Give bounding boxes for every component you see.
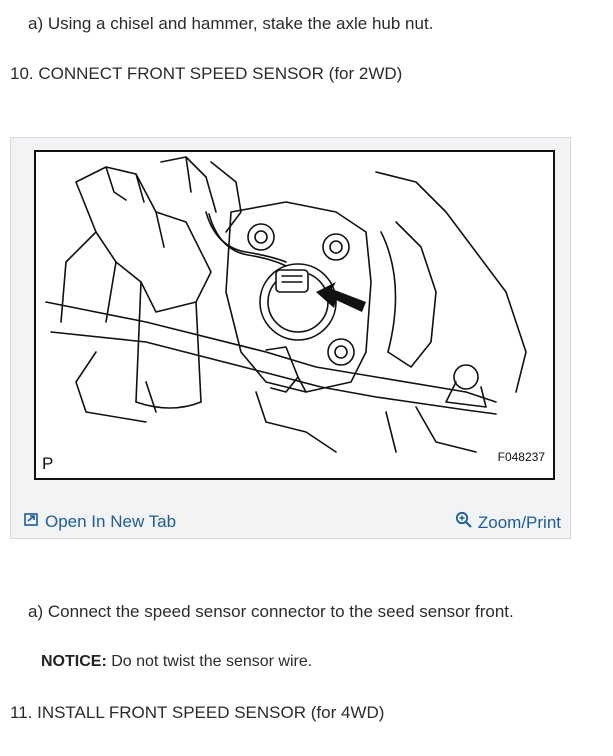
figure-code: F048237: [497, 450, 545, 464]
step-a-stake-nut: a) Using a chisel and hammer, stake the …: [28, 14, 434, 33]
zoom-magnifier-icon: [455, 511, 472, 534]
step-10-heading: 10. CONNECT FRONT SPEED SENSOR (for 2WD): [10, 64, 403, 83]
open-in-new-tab-link[interactable]: Open In New Tab: [24, 511, 176, 533]
notice-text: NOTICE: Do not twist the sensor wire.: [41, 651, 312, 673]
figure-card: P F048237 Open In New Tab Zoom/Print: [10, 137, 571, 539]
notice-body: Do not twist the sensor wire.: [106, 653, 313, 670]
figure-letter: P: [42, 454, 54, 473]
step-11-heading: 11. INSTALL FRONT SPEED SENSOR (for 4WD): [10, 703, 385, 722]
step-a-connect-connector: a) Connect the speed sensor connector to…: [28, 602, 514, 621]
open-in-new-tab-icon: [24, 511, 39, 533]
figure-illustration: P F048237: [34, 150, 555, 480]
open-in-new-tab-label: Open In New Tab: [45, 512, 177, 531]
zoom-print-link[interactable]: Zoom/Print: [455, 511, 561, 534]
zoom-print-label: Zoom/Print: [477, 512, 561, 532]
speed-sensor-diagram: [45, 156, 527, 453]
notice-label: NOTICE:: [41, 653, 107, 670]
